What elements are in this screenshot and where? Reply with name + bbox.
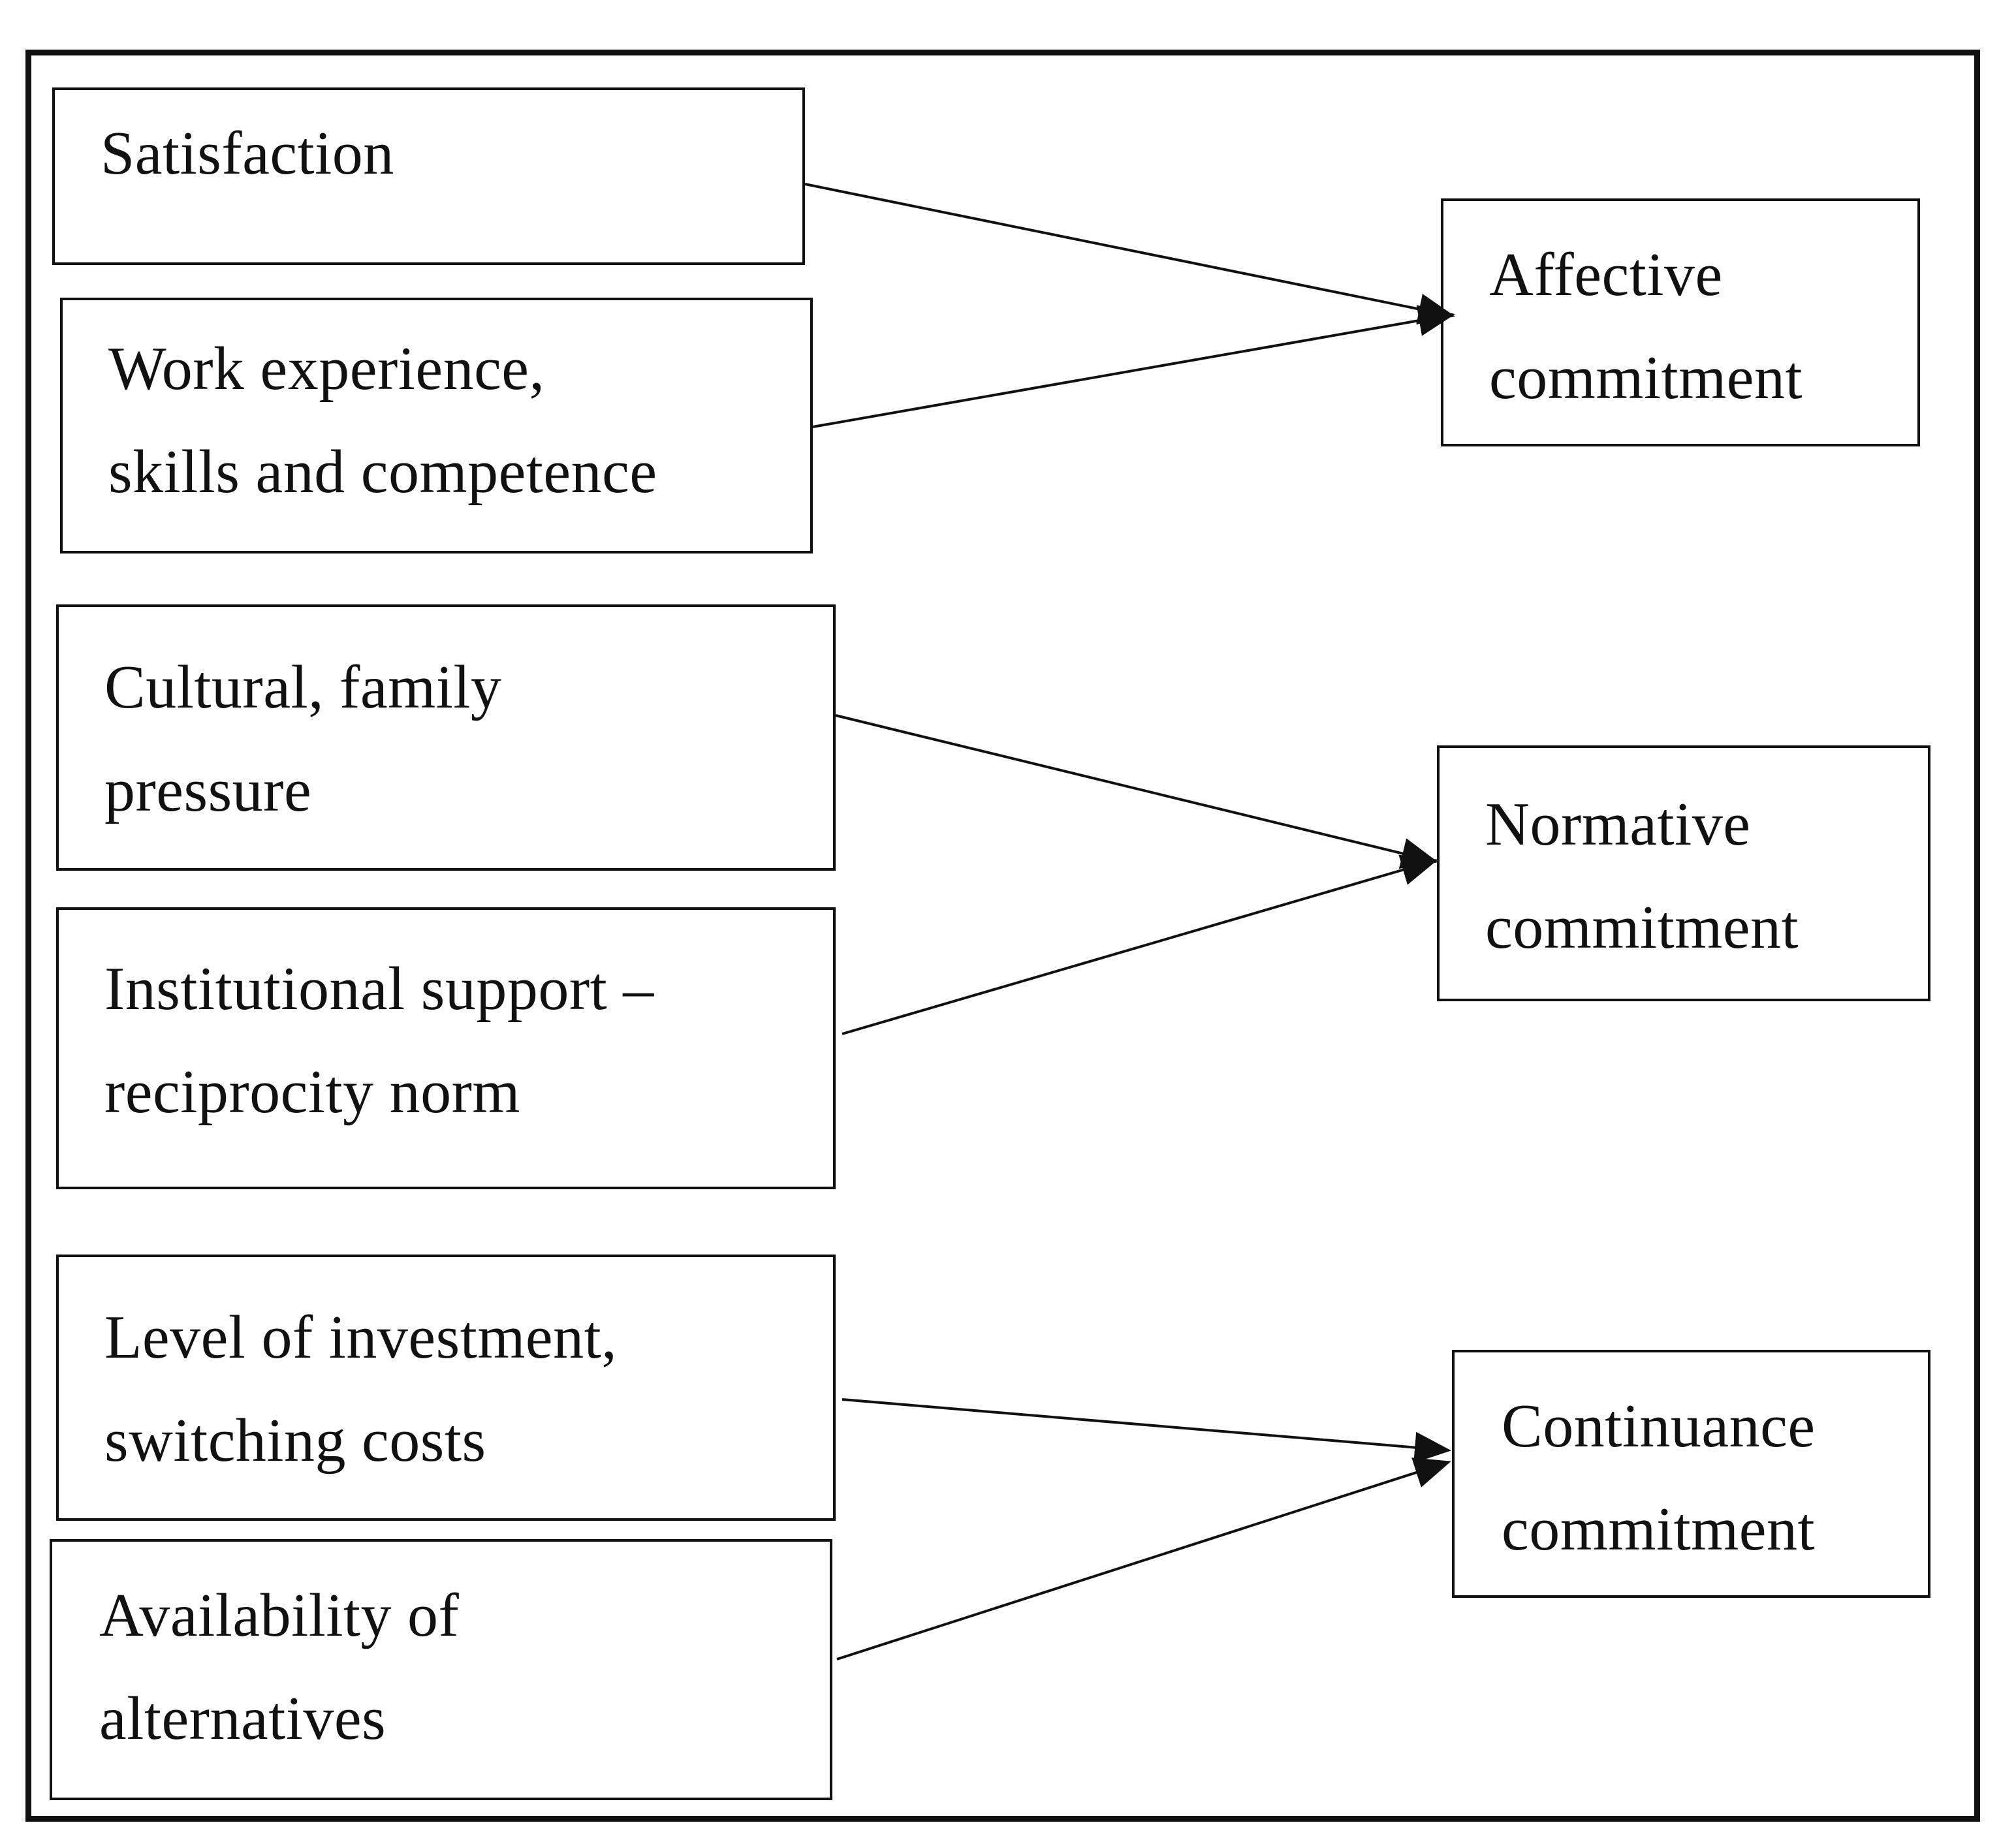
outcome-label-normative-line-1: Normative [1485,790,1751,858]
factor-label-investment-line-1: Level of investment, [104,1303,618,1371]
factor-label-institutional-support-line-2: reciprocity norm [104,1058,521,1126]
factor-label-investment-line-2: switching costs [104,1407,486,1474]
outcome-box-affective: Affective commitment [1441,198,1920,446]
factor-label-cultural-pressure-line-2: pressure [104,756,312,824]
factor-label-cultural-pressure-line-1: Cultural, family [104,653,502,721]
factor-label-work-experience-line-1: Work experience, [108,335,545,403]
factor-box-satisfaction: Satisfaction [52,87,805,265]
outcome-box-continuance: Continuance commitment [1452,1350,1930,1598]
factor-box-investment: Level of investment, switching costs [56,1255,836,1521]
outcome-label-normative-line-2: commitment [1485,894,1799,961]
outcome-box-normative: Normative commitment [1437,745,1930,1001]
outcome-label-continuance-line-1: Continuance [1502,1392,1816,1460]
outcome-label-continuance-line-2: commitment [1502,1495,1816,1563]
factor-box-alternatives: Availability of alternatives [50,1539,832,1800]
diagram-frame [25,50,1980,1822]
outcome-label-affective-line-1: Affective [1489,241,1723,309]
factor-label-alternatives-line-1: Availability of [99,1582,460,1649]
factor-box-work-experience: Work experience, skills and competence [60,298,813,554]
outcome-label-affective-line-2: commitment [1489,344,1803,412]
factor-label-institutional-support-line-1: Institutional support – [104,955,654,1023]
factor-label-alternatives-line-2: alternatives [99,1685,386,1753]
factor-box-institutional-support: Institutional support – reciprocity norm [56,907,836,1189]
factor-box-cultural-pressure: Cultural, family pressure [56,604,836,871]
factor-label-satisfaction: Satisfaction [101,119,394,187]
factor-label-work-experience-line-2: skills and competence [108,438,657,506]
